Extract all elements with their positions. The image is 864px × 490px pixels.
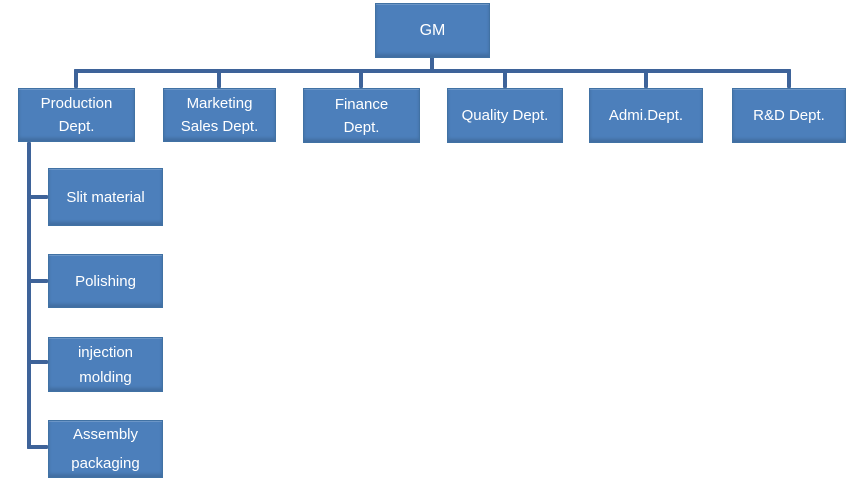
connector-stub-assembly	[27, 445, 48, 449]
connector-drop-marketing	[217, 69, 221, 88]
org-node-admin-dept: Admi.Dept.	[589, 88, 703, 143]
org-node-production-dept: Production Dept.	[18, 88, 135, 142]
org-node-rd-dept: R&D Dept.	[732, 88, 846, 143]
org-node-assembly-packaging-label-line2: packaging	[71, 455, 140, 472]
connector-drop-finance	[359, 69, 363, 88]
org-node-quality-dept: Quality Dept.	[447, 88, 563, 143]
org-node-injection-molding: injection molding	[48, 337, 163, 392]
org-node-marketing-sales-dept-label-line2: Sales Dept.	[180, 118, 259, 135]
org-node-slit-material: Slit material	[48, 168, 163, 226]
org-node-polishing: Polishing	[48, 254, 163, 308]
org-node-injection-molding-label-line1: injection	[77, 343, 134, 361]
connector-trunk	[74, 69, 791, 73]
org-node-gm-label: GM	[419, 22, 446, 39]
connector-stub-slit	[27, 195, 48, 199]
org-node-finance-dept-label-line2: Dept.	[343, 118, 380, 136]
connector-stub-injection	[27, 360, 48, 364]
connector-production-spine	[27, 142, 31, 449]
org-node-admin-dept-label: Admi.Dept.	[608, 107, 684, 124]
connector-drop-production	[74, 69, 78, 88]
org-node-rd-dept-label: R&D Dept.	[753, 107, 825, 124]
org-node-production-dept-label-line2: Dept.	[58, 118, 95, 135]
connector-drop-admin	[644, 69, 648, 88]
org-node-assembly-packaging: Assembly packaging	[48, 420, 163, 478]
connector-drop-rd	[787, 69, 791, 88]
org-node-polishing-label: Polishing	[75, 272, 136, 290]
org-node-finance-dept-label-line1: Finance	[334, 95, 389, 113]
org-node-production-dept-label-line1: Production	[40, 95, 113, 112]
org-node-gm: GM	[375, 3, 490, 58]
connector-stub-polishing	[27, 279, 48, 283]
org-node-marketing-sales-dept-label-line1: Marketing	[186, 95, 253, 112]
connector-gm-drop	[430, 56, 434, 73]
connector-drop-quality	[503, 69, 507, 88]
org-node-injection-molding-label-line2: molding	[79, 368, 132, 386]
org-node-finance-dept: Finance Dept.	[303, 88, 420, 143]
org-node-assembly-packaging-label-line1: Assembly	[72, 426, 139, 443]
org-node-quality-dept-label: Quality Dept.	[461, 107, 549, 124]
org-node-marketing-sales-dept: Marketing Sales Dept.	[163, 88, 276, 142]
org-node-slit-material-label: Slit material	[66, 188, 145, 206]
